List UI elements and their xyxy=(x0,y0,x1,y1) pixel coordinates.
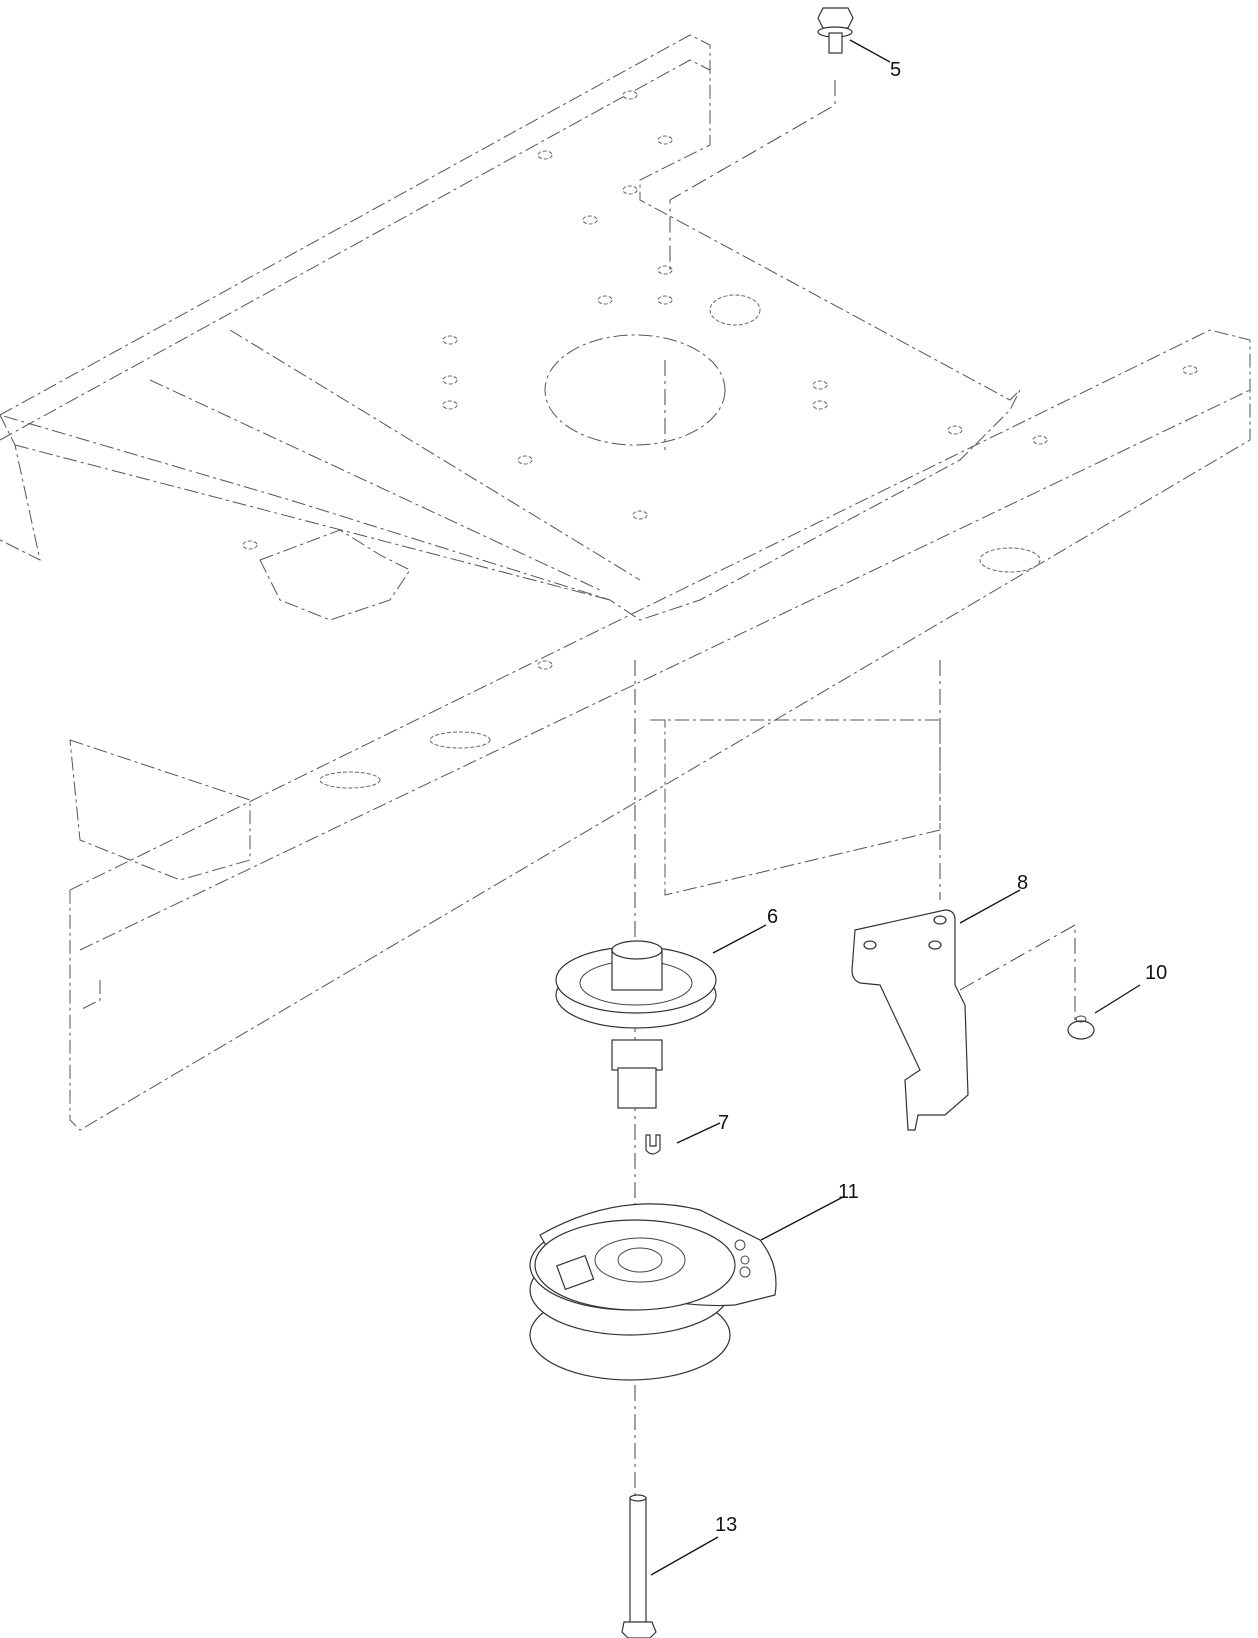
callout-11: 11 xyxy=(838,1181,859,1203)
axis-nut xyxy=(959,924,1076,1035)
callout-8: 8 xyxy=(1017,872,1029,894)
part-6-pulley xyxy=(555,940,717,1109)
callout-10: 10 xyxy=(1145,962,1168,984)
callout-6: 6 xyxy=(767,906,779,928)
part-5-bolt xyxy=(817,7,854,54)
callout-7: 7 xyxy=(718,1112,730,1134)
part-10-nut xyxy=(1067,1015,1095,1040)
frame-holes xyxy=(242,90,1198,789)
callout-13: 13 xyxy=(715,1514,738,1536)
leader-lines xyxy=(650,39,1141,1576)
part-11-clutch xyxy=(529,1203,777,1381)
axis-bolt-5 xyxy=(669,80,836,270)
frame-ghost xyxy=(0,34,1251,1131)
part-7-key xyxy=(645,1134,661,1155)
part-13-bolt xyxy=(621,1494,657,1638)
part-8-bracket xyxy=(851,909,969,1131)
callout-5: 5 xyxy=(890,59,902,81)
